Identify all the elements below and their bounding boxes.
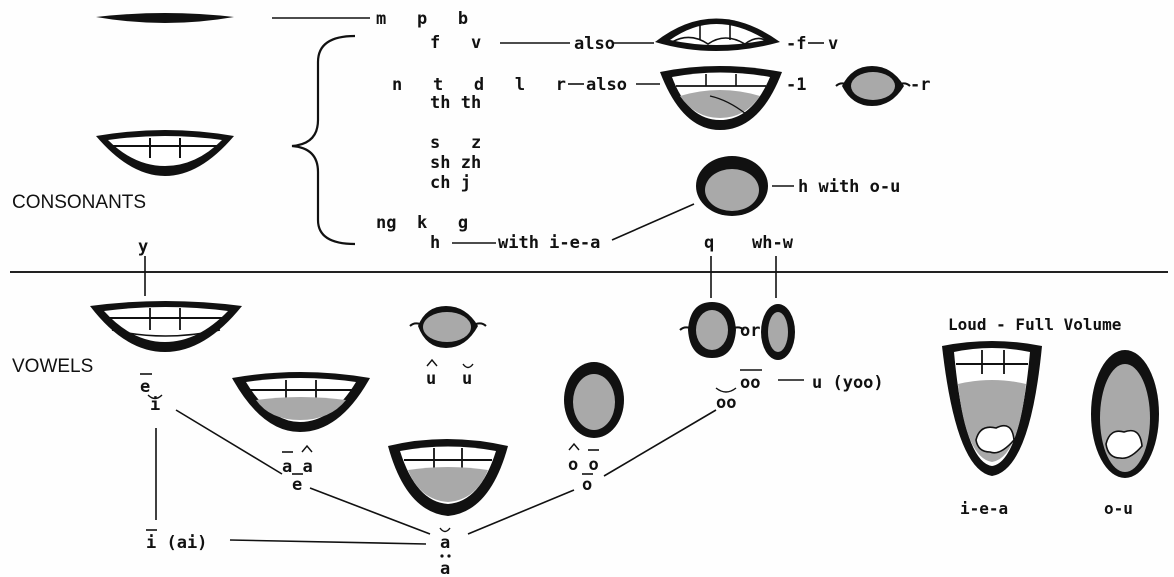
circumflex-u (427, 360, 437, 366)
w-mouth (761, 304, 795, 360)
label-f-suffix: -f (786, 34, 806, 54)
label-q: q (704, 233, 714, 253)
label-mpb: m p b (376, 9, 468, 29)
label-or: or (740, 321, 760, 341)
label-loud-iea: i-e-a (960, 499, 1008, 518)
umlaut-dot-left (440, 554, 443, 557)
label-wh-w: wh-w (752, 233, 794, 253)
loud-ou-mouth (1091, 350, 1159, 478)
label-r-suffix: -r (910, 75, 930, 95)
label-with-iea: with i-e-a (498, 233, 600, 253)
r-pursed-mouth (836, 66, 910, 106)
label-u-breve: u (462, 369, 472, 389)
umlaut-dot-right (447, 554, 450, 557)
h-ou-mouth (696, 156, 768, 216)
label-i-ai: i (ai) (146, 533, 207, 553)
label-o-mid: o (582, 475, 592, 495)
vowels-heading: VOWELS (12, 356, 93, 377)
label-e-mid: e (292, 475, 302, 495)
e-vowel-mouth (90, 301, 242, 352)
label-th: th th (430, 93, 481, 113)
label-oo-short: oo (716, 393, 736, 413)
label-h-ou: h with o-u (798, 177, 900, 197)
label-a-umlaut: a (440, 559, 450, 577)
breve-u (463, 364, 473, 368)
closed-mouth-mpb (96, 13, 234, 23)
loud-heading: Loud - Full Volume (948, 315, 1121, 334)
label-oo-long: oo (740, 373, 760, 393)
label-v-suffix: v (828, 34, 838, 54)
label-shzh: sh zh (430, 153, 481, 173)
a-long-vowel-mouth (232, 372, 370, 432)
a-short-vowel-mouth (388, 439, 508, 516)
consonants-heading: CONSONANTS (12, 192, 146, 213)
u-vowel-mouth (410, 306, 486, 348)
label-sz: s z (430, 133, 481, 153)
connector-o-to-oo (604, 410, 716, 476)
fv-mouth (655, 19, 780, 52)
consonant-brace (292, 36, 355, 244)
q-mouth (680, 302, 744, 358)
label-u-circ: u (426, 369, 436, 389)
connector-iea-to-h (612, 204, 694, 240)
label-chj: ch j (430, 173, 471, 193)
label-ntdlr: n t d l r (392, 75, 566, 95)
label-ngkg: ng k g (376, 213, 468, 233)
breve-oo (716, 388, 736, 392)
label-l-suffix: -1 (786, 75, 806, 95)
teeth-mouth-consonants (96, 130, 234, 176)
circumflex-a (302, 446, 312, 452)
circumflex-o (569, 444, 579, 450)
label-fv: f v (430, 33, 481, 53)
label-fv-also: also (574, 34, 615, 54)
label-a-breve: a (440, 533, 450, 553)
connector-i-ai-to-a (230, 540, 426, 544)
loud-iea-mouth (942, 341, 1042, 476)
label-o-pair: o o (568, 455, 599, 475)
label-u-yoo: u (yoo) (812, 373, 884, 393)
label-e-top: e (140, 377, 150, 397)
label-h: h (430, 233, 440, 253)
label-ntdlr-also: also (586, 75, 627, 95)
breve-a (440, 528, 450, 532)
label-y: y (138, 237, 148, 257)
o-vowel-mouth (564, 362, 624, 438)
label-loud-ou: o-u (1104, 499, 1133, 518)
ntdlr-mouth (660, 66, 782, 130)
